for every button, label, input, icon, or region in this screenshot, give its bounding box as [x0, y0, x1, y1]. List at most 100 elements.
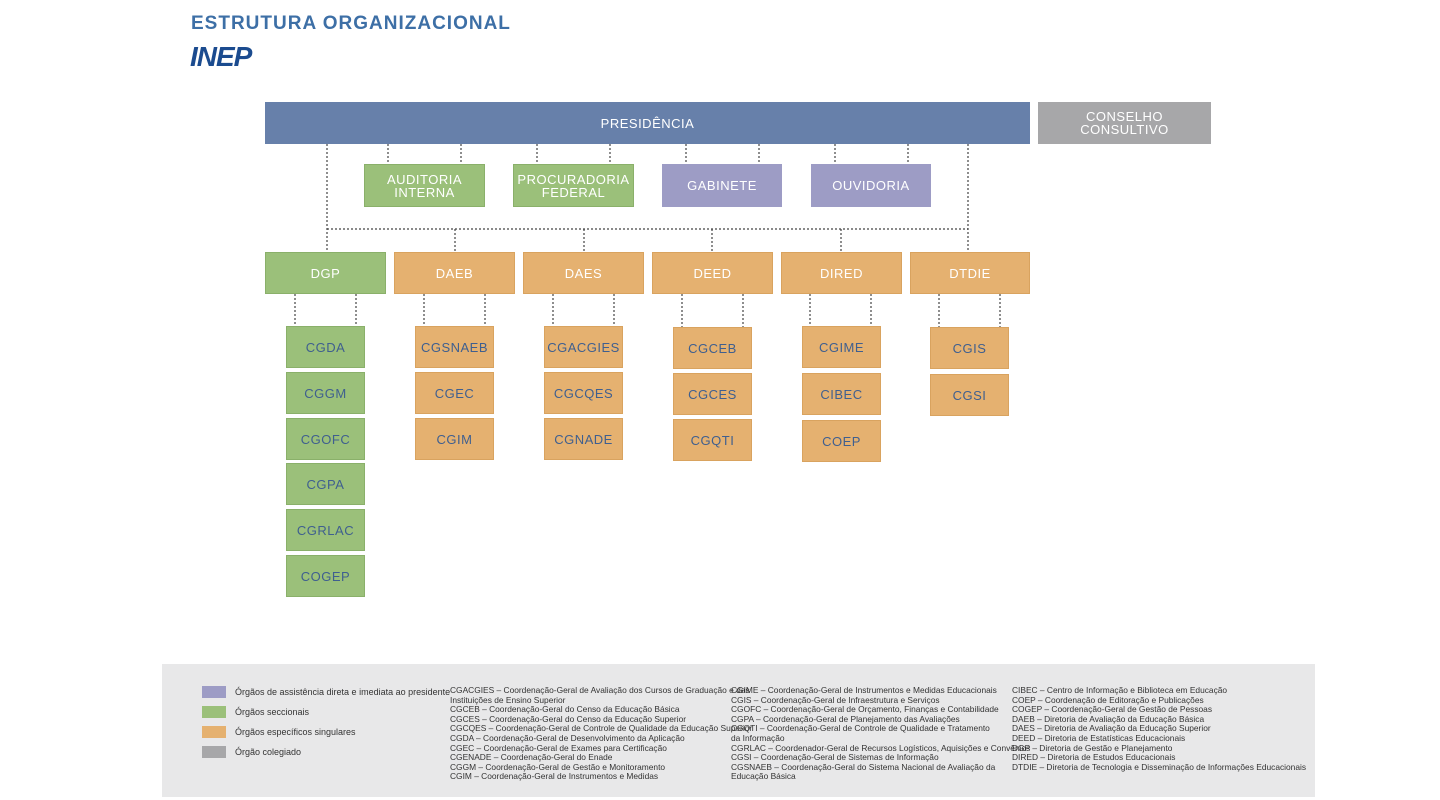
- subunit-label: CGRLAC: [296, 522, 355, 538]
- subunit-cgime: CGIME: [802, 326, 881, 368]
- assist-label: GABINETE: [687, 178, 757, 193]
- subunit-cgsi: CGSI: [930, 374, 1009, 416]
- abbreviation-line: CGIM – Coordenação-Geral de Instrumentos…: [450, 771, 659, 782]
- presidencia-label: PRESIDÊNCIA: [600, 115, 695, 131]
- subunit-label: CGNADE: [554, 431, 613, 447]
- abbreviation-line: CGSI – Coordenação-Geral de Sistemas de …: [731, 752, 939, 763]
- directorate-label: DTDIE: [949, 265, 991, 281]
- subunit-label: CGIS: [952, 340, 987, 356]
- subunit-label: CGSNAEB: [420, 339, 489, 355]
- abbreviation-line: CGRLAC – Coordenador-Geral de Recursos L…: [731, 742, 1031, 753]
- subunit-cgacgies: CGACGIES: [544, 326, 623, 368]
- assist-label-line2: INTERNA: [394, 184, 455, 200]
- abbreviation-line: CGCEB – Coordenação-Geral do Censo da Ed…: [450, 704, 680, 715]
- legend-label: Órgão colegiado: [235, 747, 302, 757]
- subunit-label: CGEC: [434, 385, 475, 401]
- abbreviation-line: da Informação: [731, 732, 785, 743]
- subunit-label: CGCEB: [688, 340, 737, 356]
- subunit-label: CGDA: [305, 339, 346, 355]
- inep-logo: INEP: [190, 41, 252, 72]
- abbreviation-line: CGEC – Coordenação-Geral de Exames para …: [450, 742, 667, 753]
- subunit-label: CGPA: [306, 476, 345, 492]
- subunit-label: COEP: [822, 433, 861, 449]
- legend-item-colegiado: Órgão colegiado: [202, 746, 301, 758]
- abbreviation-line: CGSNAEB – Coordenação-Geral do Sistema N…: [731, 761, 996, 772]
- abbreviations-column-3: CIBEC – Centro de Informação e Bibliotec…: [1012, 685, 1307, 772]
- subunit-cgnade: CGNADE: [544, 418, 623, 460]
- abbreviation-line: DTDIE – Diretoria de Tecnologia e Dissem…: [1012, 761, 1307, 772]
- gabinete-box: GABINETE: [662, 164, 782, 207]
- abbreviation-line: CGACGIES – Coordenação-Geral de Avaliaçã…: [450, 685, 750, 695]
- page-title: ESTRUTURA ORGANIZACIONAL: [191, 13, 511, 34]
- directorate-label: DAEB: [435, 265, 474, 281]
- directorate-label: DGP: [310, 265, 341, 281]
- subunit-label: CIBEC: [820, 386, 863, 402]
- procuradoria-federal-box: PROCURADORIA FEDERAL: [513, 164, 634, 207]
- subunit-label: CGACGIES: [547, 339, 620, 355]
- abbreviation-line: DEED – Diretoria de Estatísticas Educaci…: [1012, 732, 1186, 743]
- subunit-label: CGCES: [688, 386, 737, 402]
- subunit-cgrlac: CGRLAC: [286, 509, 365, 551]
- subunit-cogep: COGEP: [286, 555, 365, 597]
- directorate-dgp: DGP: [265, 252, 386, 294]
- abbreviation-line: CGDA – Coordenação-Geral de Desenvolvime…: [450, 732, 685, 743]
- subunit-cgqti: CGQTI: [673, 419, 752, 461]
- directorate-label: DIRED: [820, 265, 863, 281]
- legend-item-seccionais: Órgãos seccionais: [202, 706, 309, 718]
- legend-swatch: [202, 746, 226, 758]
- directorate-daeb: DAEB: [394, 252, 515, 294]
- directorate-deed: DEED: [652, 252, 773, 294]
- subunit-label: CGQTI: [690, 432, 735, 448]
- assist-label: OUVIDORIA: [832, 178, 910, 193]
- ouvidoria-box: OUVIDORIA: [811, 164, 931, 207]
- legend-swatch: [202, 726, 226, 738]
- directorate-label: DAES: [564, 265, 603, 281]
- abbreviation-line: COEP – Coordenação de Editoração e Publi…: [1012, 694, 1204, 705]
- subunit-label: COGEP: [300, 568, 351, 584]
- subunit-cibec: CIBEC: [802, 373, 881, 415]
- directorate-label: DEED: [693, 265, 732, 281]
- abbreviations-column-2: CGIME – Coordenação-Geral de Instrumento…: [731, 685, 1031, 782]
- abbreviation-line: CGENADE – Coordenação-Geral do Enade: [450, 752, 613, 763]
- abbreviation-line: CGGM – Coordenação-Geral de Gestão e Mon…: [450, 761, 666, 772]
- abbreviation-line: DGP – Diretoria de Gestão e Planejamento: [1012, 742, 1173, 753]
- legend-swatch: [202, 706, 226, 718]
- abbreviation-line: DAES – Diretoria de Avaliação da Educaçã…: [1012, 723, 1211, 734]
- conselho-label-line1: CONSELHO: [1086, 109, 1163, 124]
- subunit-coep: COEP: [802, 420, 881, 462]
- legend-item-singulares: Órgãos específicos singulares: [202, 726, 356, 738]
- abbreviation-line: CGCQES – Coordenação-Geral de Controle d…: [450, 723, 753, 734]
- subunit-label: CGOFC: [300, 431, 351, 447]
- abbreviation-line: CIBEC – Centro de Informação e Bibliotec…: [1012, 685, 1228, 695]
- assist-label-line1: PROCURADORIA: [517, 171, 630, 187]
- subunit-label: CGGM: [304, 385, 347, 401]
- subunit-cgec: CGEC: [415, 372, 494, 414]
- auditoria-interna-box: AUDITORIA INTERNA: [364, 164, 485, 207]
- conselho-consultivo-box: CONSELHO CONSULTIVO: [1038, 102, 1211, 144]
- presidencia-box: PRESIDÊNCIA: [265, 102, 1030, 144]
- subunit-cgda: CGDA: [286, 326, 365, 368]
- subunit-label: CGSI: [952, 387, 987, 403]
- directorate-dtdie: DTDIE: [910, 252, 1030, 294]
- subunit-cggm: CGGM: [286, 372, 365, 414]
- abbreviation-line: COGEP – Coordenação-Geral de Gestão de P…: [1012, 704, 1213, 715]
- abbreviation-line: DAEB – Diretoria de Avaliação da Educaçã…: [1012, 713, 1205, 724]
- subunit-cgcqes: CGCQES: [544, 372, 623, 414]
- subunit-cgpa: CGPA: [286, 463, 365, 505]
- legend-label: Órgãos de assistência direta e imediata …: [235, 687, 451, 697]
- subunit-cgceb: CGCEB: [673, 327, 752, 369]
- abbreviation-line: CGQTI – Coordenação-Geral de Controle de…: [731, 723, 990, 734]
- subunit-cgsnaeb: CGSNAEB: [415, 326, 494, 368]
- assist-label-line1: AUDITORIA: [386, 171, 463, 187]
- abbreviation-line: Educação Básica: [731, 771, 796, 782]
- conselho-label-line2: CONSULTIVO: [1080, 122, 1169, 137]
- legend-label: Órgãos específicos singulares: [235, 727, 356, 737]
- legend-swatch: [202, 686, 226, 698]
- abbreviation-line: CGIS – Coordenação-Geral de Infraestrutu…: [731, 694, 940, 705]
- abbreviation-line: CGOFC – Coordenação-Geral de Orçamento, …: [731, 704, 999, 715]
- legend-panel: Órgãos de assistência direta e imediata …: [162, 664, 1315, 797]
- abbreviations-column-1: CGACGIES – Coordenação-Geral de Avaliaçã…: [450, 685, 753, 782]
- directorate-dired: DIRED: [781, 252, 902, 294]
- abbreviation-line: CGPA – Coordenação-Geral de Planejamento…: [731, 713, 960, 724]
